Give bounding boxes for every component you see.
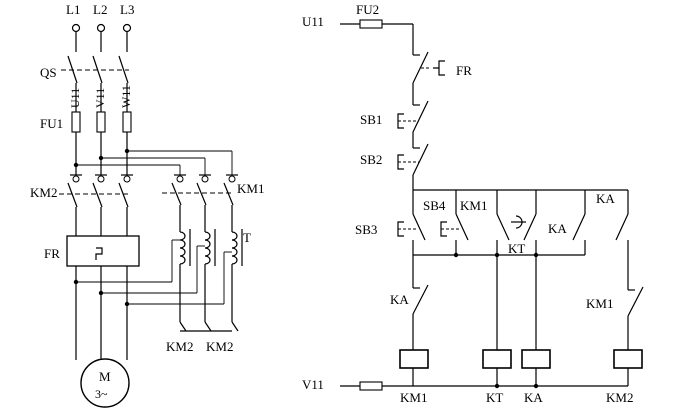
terminal-label-l3: L3: [120, 2, 134, 17]
motor-m-label: M: [99, 369, 111, 384]
fuse-v11: [359, 381, 383, 391]
fuse-fu1-l3: [122, 111, 132, 133]
fu2-label: FU2: [356, 2, 379, 17]
ka-top-label: KA: [596, 191, 615, 206]
qs-label: QS: [40, 65, 57, 80]
transformer-tap-wires: [73, 239, 232, 307]
km1-contact-label: KM1: [460, 198, 487, 213]
coil-km1: [399, 349, 429, 369]
v11-control-label: V11: [302, 377, 324, 392]
fuse-fu1-l1: [71, 111, 81, 133]
t-label: T: [243, 230, 251, 245]
sb3-label: SB3: [355, 222, 377, 237]
terminal-l3: [122, 23, 132, 33]
sb4-start-button: [440, 213, 469, 255]
sb3-start-button: [397, 213, 426, 255]
sb4-label: SB4: [423, 198, 446, 213]
km1-main-contacts: [162, 174, 238, 228]
terminal-label-l2: L2: [93, 2, 107, 17]
km2-main-contacts: [59, 174, 133, 236]
km1-main-label: KM1: [237, 181, 264, 196]
terminal-l1: [71, 23, 81, 33]
motor-phase-label: 3~: [95, 387, 108, 401]
autotransformer-t: [179, 228, 243, 322]
ka-contact-label: KA: [548, 221, 567, 236]
coil-ka: [521, 349, 551, 369]
coil-label-km1: KM1: [400, 390, 427, 405]
coil-kt: [482, 349, 512, 369]
ka-no-contact-top: [572, 213, 586, 255]
coil-label-ka: KA: [524, 390, 543, 405]
sb2-label: SB2: [360, 152, 382, 167]
fu1-label: FU1: [40, 116, 63, 131]
terminal-label-l1: L1: [66, 2, 80, 17]
coil-km2: [613, 349, 643, 369]
ka-mid-label: KA: [390, 292, 409, 307]
km1-nc-contact: [627, 286, 644, 350]
sb2-stop-button: [397, 143, 429, 176]
u11-label: U11: [68, 88, 82, 108]
fr-main-label: FR: [44, 246, 60, 261]
control-circuit: U11 FU2 FR SB1: [302, 2, 644, 405]
w11-label: W11: [119, 85, 133, 108]
fr-nc-contact: [412, 51, 445, 84]
v11-label: V11: [93, 88, 107, 108]
fuse-fu1-l2: [96, 111, 106, 133]
u11-control-label: U11: [302, 14, 324, 29]
qs-switch: [61, 32, 129, 112]
sb1-label: SB1: [360, 112, 382, 127]
terminal-l2: [96, 23, 106, 33]
sb1-stop-button: [397, 100, 429, 133]
fr-control-label: FR: [456, 63, 472, 78]
motor: [80, 358, 130, 408]
kt-contact-label: KT: [508, 241, 525, 256]
coil-label-kt: KT: [486, 390, 503, 405]
ka-nc-contact: [412, 255, 429, 350]
km1-no-contact: [496, 213, 510, 350]
km2-main-label: KM2: [30, 185, 57, 200]
km2-star-label-a: KM2: [166, 339, 193, 354]
km2-star-label-b: KM2: [206, 339, 233, 354]
ka-no-contact-right: [615, 213, 629, 290]
coil-label-km2: KM2: [606, 390, 633, 405]
km1-branch-wires: [73, 148, 233, 175]
fuse-fu2: [359, 19, 383, 29]
main-circuit: L1 L2 L3 QS U11 V11 W11 FU1: [30, 2, 264, 408]
km1-mid-label: KM1: [586, 296, 613, 311]
km2-star-contacts: [179, 321, 239, 332]
fr-thermal-relay: [66, 235, 140, 267]
kt-timed-contact: [511, 213, 537, 350]
